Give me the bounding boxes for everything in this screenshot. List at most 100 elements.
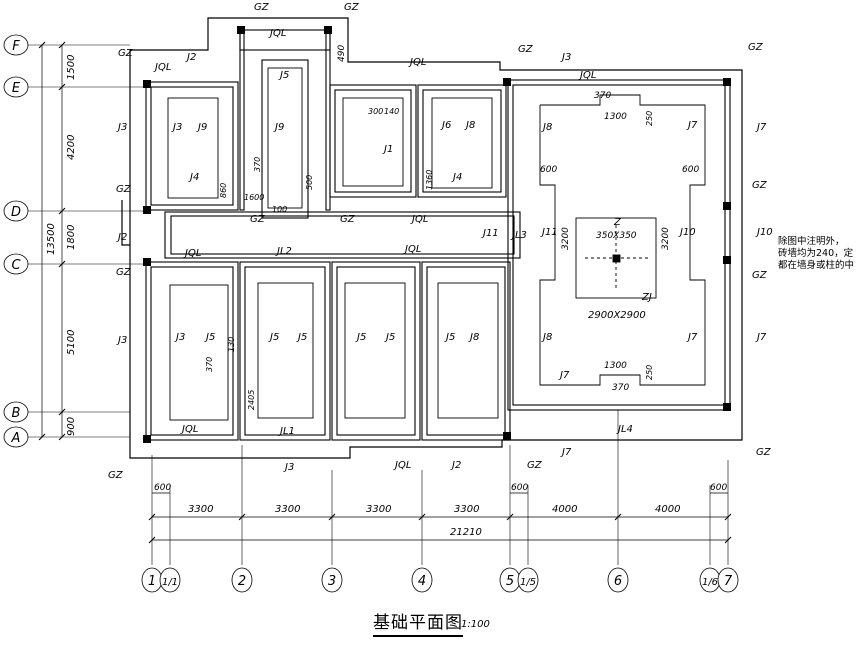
label-j7: J7 <box>686 120 698 131</box>
dim-250-top: 250 <box>645 111 654 126</box>
foundation-outline <box>121 17 743 459</box>
dimension-texts: 3300 3300 3300 3300 4000 4000 21210 600 … <box>46 55 727 538</box>
label-j3: J3 <box>171 122 182 133</box>
label-jql: JQL <box>578 70 596 81</box>
dim-500: 500 <box>305 175 314 190</box>
axis-A: A <box>11 431 21 446</box>
label-j3: J3 <box>283 462 294 473</box>
dim-offset-1: 600 <box>154 483 171 493</box>
label-j3: J3 <box>174 332 185 343</box>
label-j8: J8 <box>468 332 479 343</box>
label-pad-size: 2900X2900 <box>588 310 646 321</box>
label-j2: J2 <box>450 460 461 471</box>
label-j5: J5 <box>444 332 455 343</box>
label-j1: J1 <box>382 144 393 155</box>
dim-1300-top: 1300 <box>604 112 627 122</box>
dim-130: 130 <box>227 337 236 352</box>
dim-490: 490 <box>337 45 347 62</box>
label-j2: J2 <box>116 232 127 243</box>
general-note: 除图中注明外， 砖墙均为240，定 都在墙身或柱的中 <box>778 236 860 272</box>
label-j9: J9 <box>196 122 207 133</box>
axis-B: B <box>12 406 21 421</box>
dim-370-top: 370 <box>594 91 611 101</box>
label-j5: J5 <box>268 332 279 343</box>
dim-bottom-3: 3300 <box>366 504 391 515</box>
label-j2: J2 <box>185 52 196 63</box>
dim-300: 300 <box>368 107 383 116</box>
label-jql: JQL <box>410 214 428 225</box>
label-jl4: JL4 <box>616 424 633 435</box>
dim-1360: 1360 <box>425 170 434 190</box>
label-j9: J9 <box>273 122 284 133</box>
label-gz: GZ <box>756 447 772 458</box>
label-j11: J11 <box>540 227 558 238</box>
element-labels: GZ GZ GZ GZ GZ GZ GZ GZ GZ GZ GZ GZ GZ G… <box>108 2 773 481</box>
axis-1-5: 1/5 <box>520 577 536 588</box>
label-j3: J3 <box>116 122 127 133</box>
walls <box>145 29 731 441</box>
dim-left-4: 5100 <box>66 330 77 355</box>
axis-F: F <box>12 39 20 54</box>
axis-1-6: 1/6 <box>702 577 718 588</box>
dim-370-lower: 370 <box>205 357 214 372</box>
drawing-scale: 1:100 <box>461 619 490 630</box>
dim-2405: 2405 <box>247 390 256 410</box>
axis-D: D <box>11 205 21 220</box>
label-j10: J10 <box>678 227 696 238</box>
dim-370-bottom: 370 <box>612 383 629 393</box>
gz-columns <box>143 26 731 443</box>
label-jql: JQL <box>393 460 411 471</box>
label-gz: GZ <box>748 42 764 53</box>
note-line: 都在墙身或柱的中 <box>778 260 855 271</box>
label-gz: GZ <box>254 2 270 13</box>
dim-100: 100 <box>272 205 287 214</box>
grid-lines <box>28 44 729 565</box>
label-j7: J7 <box>755 122 767 133</box>
dim-bottom-1: 3300 <box>188 504 213 515</box>
dim-left-total: 13500 <box>46 223 57 255</box>
label-j7: J7 <box>558 370 570 381</box>
label-jql: JQL <box>183 248 201 259</box>
label-gz: GZ <box>118 48 134 59</box>
axis-C: C <box>11 258 21 273</box>
dim-3200-right: 3200 <box>661 227 671 250</box>
label-gz: GZ <box>116 184 132 195</box>
label-j4: J4 <box>451 172 462 183</box>
label-z: Z <box>613 217 622 228</box>
label-jql: JQL <box>153 62 171 73</box>
label-j8: J8 <box>464 120 475 131</box>
dimension-ticks <box>38 41 732 544</box>
label-j11: J11 <box>481 228 499 239</box>
label-j7: J7 <box>560 447 572 458</box>
label-j5: J5 <box>384 332 395 343</box>
dim-bottom-6: 4000 <box>655 504 680 515</box>
dim-600-right: 600 <box>682 165 699 175</box>
label-gz: GZ <box>518 44 534 55</box>
dim-bottom-4: 3300 <box>454 504 479 515</box>
label-gz: GZ <box>344 2 360 13</box>
axis-1: 1 <box>148 574 156 589</box>
label-col-size: 350X350 <box>596 231 637 241</box>
label-jql: JQL <box>408 57 426 68</box>
dim-left-3: 1800 <box>66 225 77 250</box>
label-j7: J7 <box>686 332 698 343</box>
dim-bottom-total: 21210 <box>450 527 482 538</box>
dim-left-5: 900 <box>66 417 77 436</box>
inner-footings <box>167 67 706 421</box>
drawing-title: 基础平面图 <box>373 608 463 637</box>
label-j3: J3 <box>560 52 571 63</box>
dim-offset-3: 600 <box>710 483 727 493</box>
label-j7: J7 <box>755 332 767 343</box>
dimension-lines <box>41 45 728 541</box>
dim-bottom-5: 4000 <box>552 504 577 515</box>
label-j5: J5 <box>296 332 307 343</box>
label-j5: J5 <box>204 332 215 343</box>
dim-370-left: 370 <box>253 157 262 172</box>
axis-5: 5 <box>506 574 514 589</box>
axis-1-1: 1/1 <box>162 577 178 588</box>
label-j10: J10 <box>755 227 773 238</box>
dim-140: 140 <box>384 107 399 116</box>
label-zj: ZJ <box>641 292 652 303</box>
dim-offset-2: 600 <box>511 483 528 493</box>
